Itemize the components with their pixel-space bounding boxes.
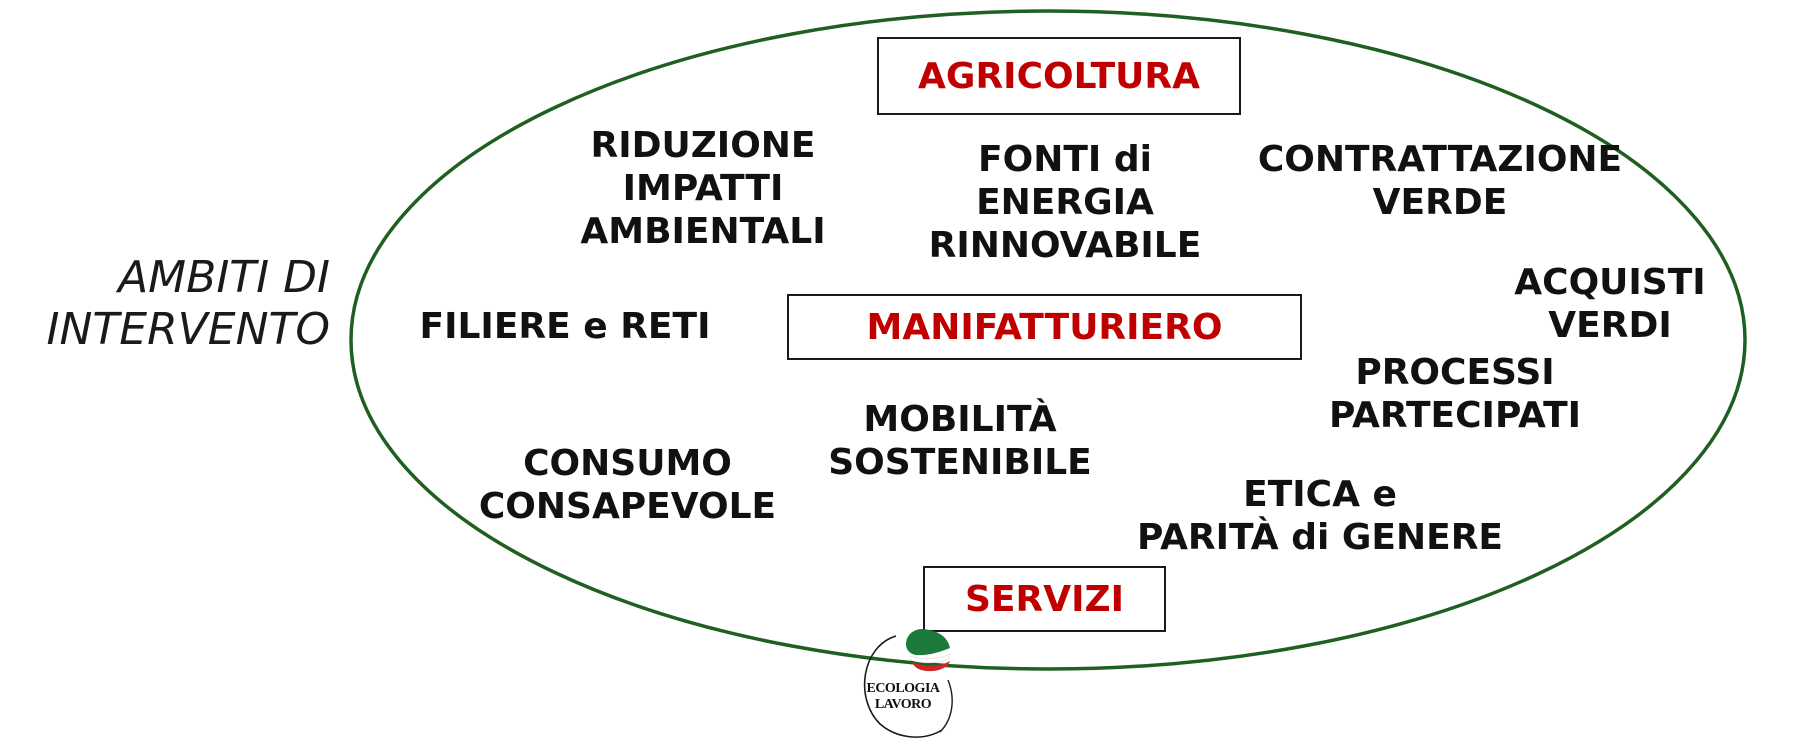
topic-consumo-consapevole-line-1: CONSUMO [523, 443, 732, 484]
logo-white-band [909, 653, 951, 664]
topic-fonti-energia-line-1: FONTI di [978, 139, 1152, 180]
logo-arc [863, 635, 943, 738]
topic-consumo-consapevole: CONSUMO CONSAPEVOLE [465, 442, 790, 528]
topic-fonti-energia: FONTI di ENERGIA RINNOVABILE [900, 138, 1230, 268]
topic-etica-parita-line-2: PARITÀ di GENERE [1136, 517, 1504, 559]
topic-fonti-energia-line-2: ENERGIA [976, 182, 1154, 224]
topic-riduzione-impatti: RIDUZIONE IMPATTI AMBIENTALI [550, 124, 856, 254]
topic-mobilita-sostenibile-line-2: SOSTENIBILE [828, 442, 1092, 484]
topic-acquisti-verdi-line-2: VERDI [1548, 305, 1672, 347]
logo-line-1: ECOLOGIA [866, 681, 940, 696]
logo-red-mark [912, 661, 950, 672]
sector-servizi-label: SERVIZI [965, 578, 1124, 620]
topic-etica-parita-line-1: ETICA e [1243, 474, 1397, 515]
topic-acquisti-verdi: ACQUISTI VERDI [1470, 261, 1750, 347]
topic-contrattazione-verde-line-2: VERDE [1372, 182, 1508, 224]
topic-processi-partecipati-line-1: PROCESSI [1355, 352, 1555, 393]
topic-filiere-reti: FILIERE e RETI [400, 305, 730, 348]
side-label: AMBITI DI INTERVENTO [47, 252, 330, 356]
topic-processi-partecipati-line-2: PARTECIPATI [1328, 395, 1582, 437]
topic-acquisti-verdi-line-1: ACQUISTI [1514, 262, 1706, 303]
side-label-line-1: AMBITI DI [118, 252, 330, 303]
topic-fonti-energia-line-3: RINNOVABILE [928, 225, 1202, 267]
side-label-line-2: INTERVENTO [46, 303, 330, 355]
logo-line-2: LAVORO [875, 697, 932, 712]
sector-manifatturiero: MANIFATTURIERO [787, 294, 1302, 360]
sector-agricoltura-label: AGRICOLTURA [918, 55, 1200, 97]
topic-riduzione-impatti-line-3: AMBIENTALI [580, 211, 826, 253]
sector-manifatturiero-label: MANIFATTURIERO [866, 306, 1223, 348]
scope-ellipse [349, 9, 1747, 671]
topic-processi-partecipati: PROCESSI PARTECIPATI [1300, 351, 1610, 437]
topic-mobilita-sostenibile: MOBILITÀ SOSTENIBILE [810, 398, 1110, 484]
sector-servizi: SERVIZI [923, 566, 1166, 632]
topic-riduzione-impatti-line-2: IMPATTI [622, 168, 784, 210]
topic-consumo-consapevole-line-2: CONSAPEVOLE [478, 486, 777, 528]
topic-contrattazione-verde-line-1: CONTRATTAZIONE [1257, 139, 1623, 180]
logo-green-mark [906, 628, 950, 656]
topic-mobilita-sostenibile-line-1: MOBILITÀ [863, 399, 1057, 440]
sector-agricoltura: AGRICOLTURA [877, 37, 1241, 115]
topic-riduzione-impatti-line-1: RIDUZIONE [590, 125, 816, 166]
topic-filiere-reti-line-1: FILIERE e RETI [419, 306, 711, 347]
topic-etica-parita: ETICA e PARITÀ di GENERE [1120, 473, 1520, 559]
topic-contrattazione-verde: CONTRATTAZIONE VERDE [1230, 138, 1650, 224]
ecologia-lavoro-logo: ECOLOGIA LAVORO [863, 628, 953, 738]
logo-arc-right [939, 679, 953, 733]
